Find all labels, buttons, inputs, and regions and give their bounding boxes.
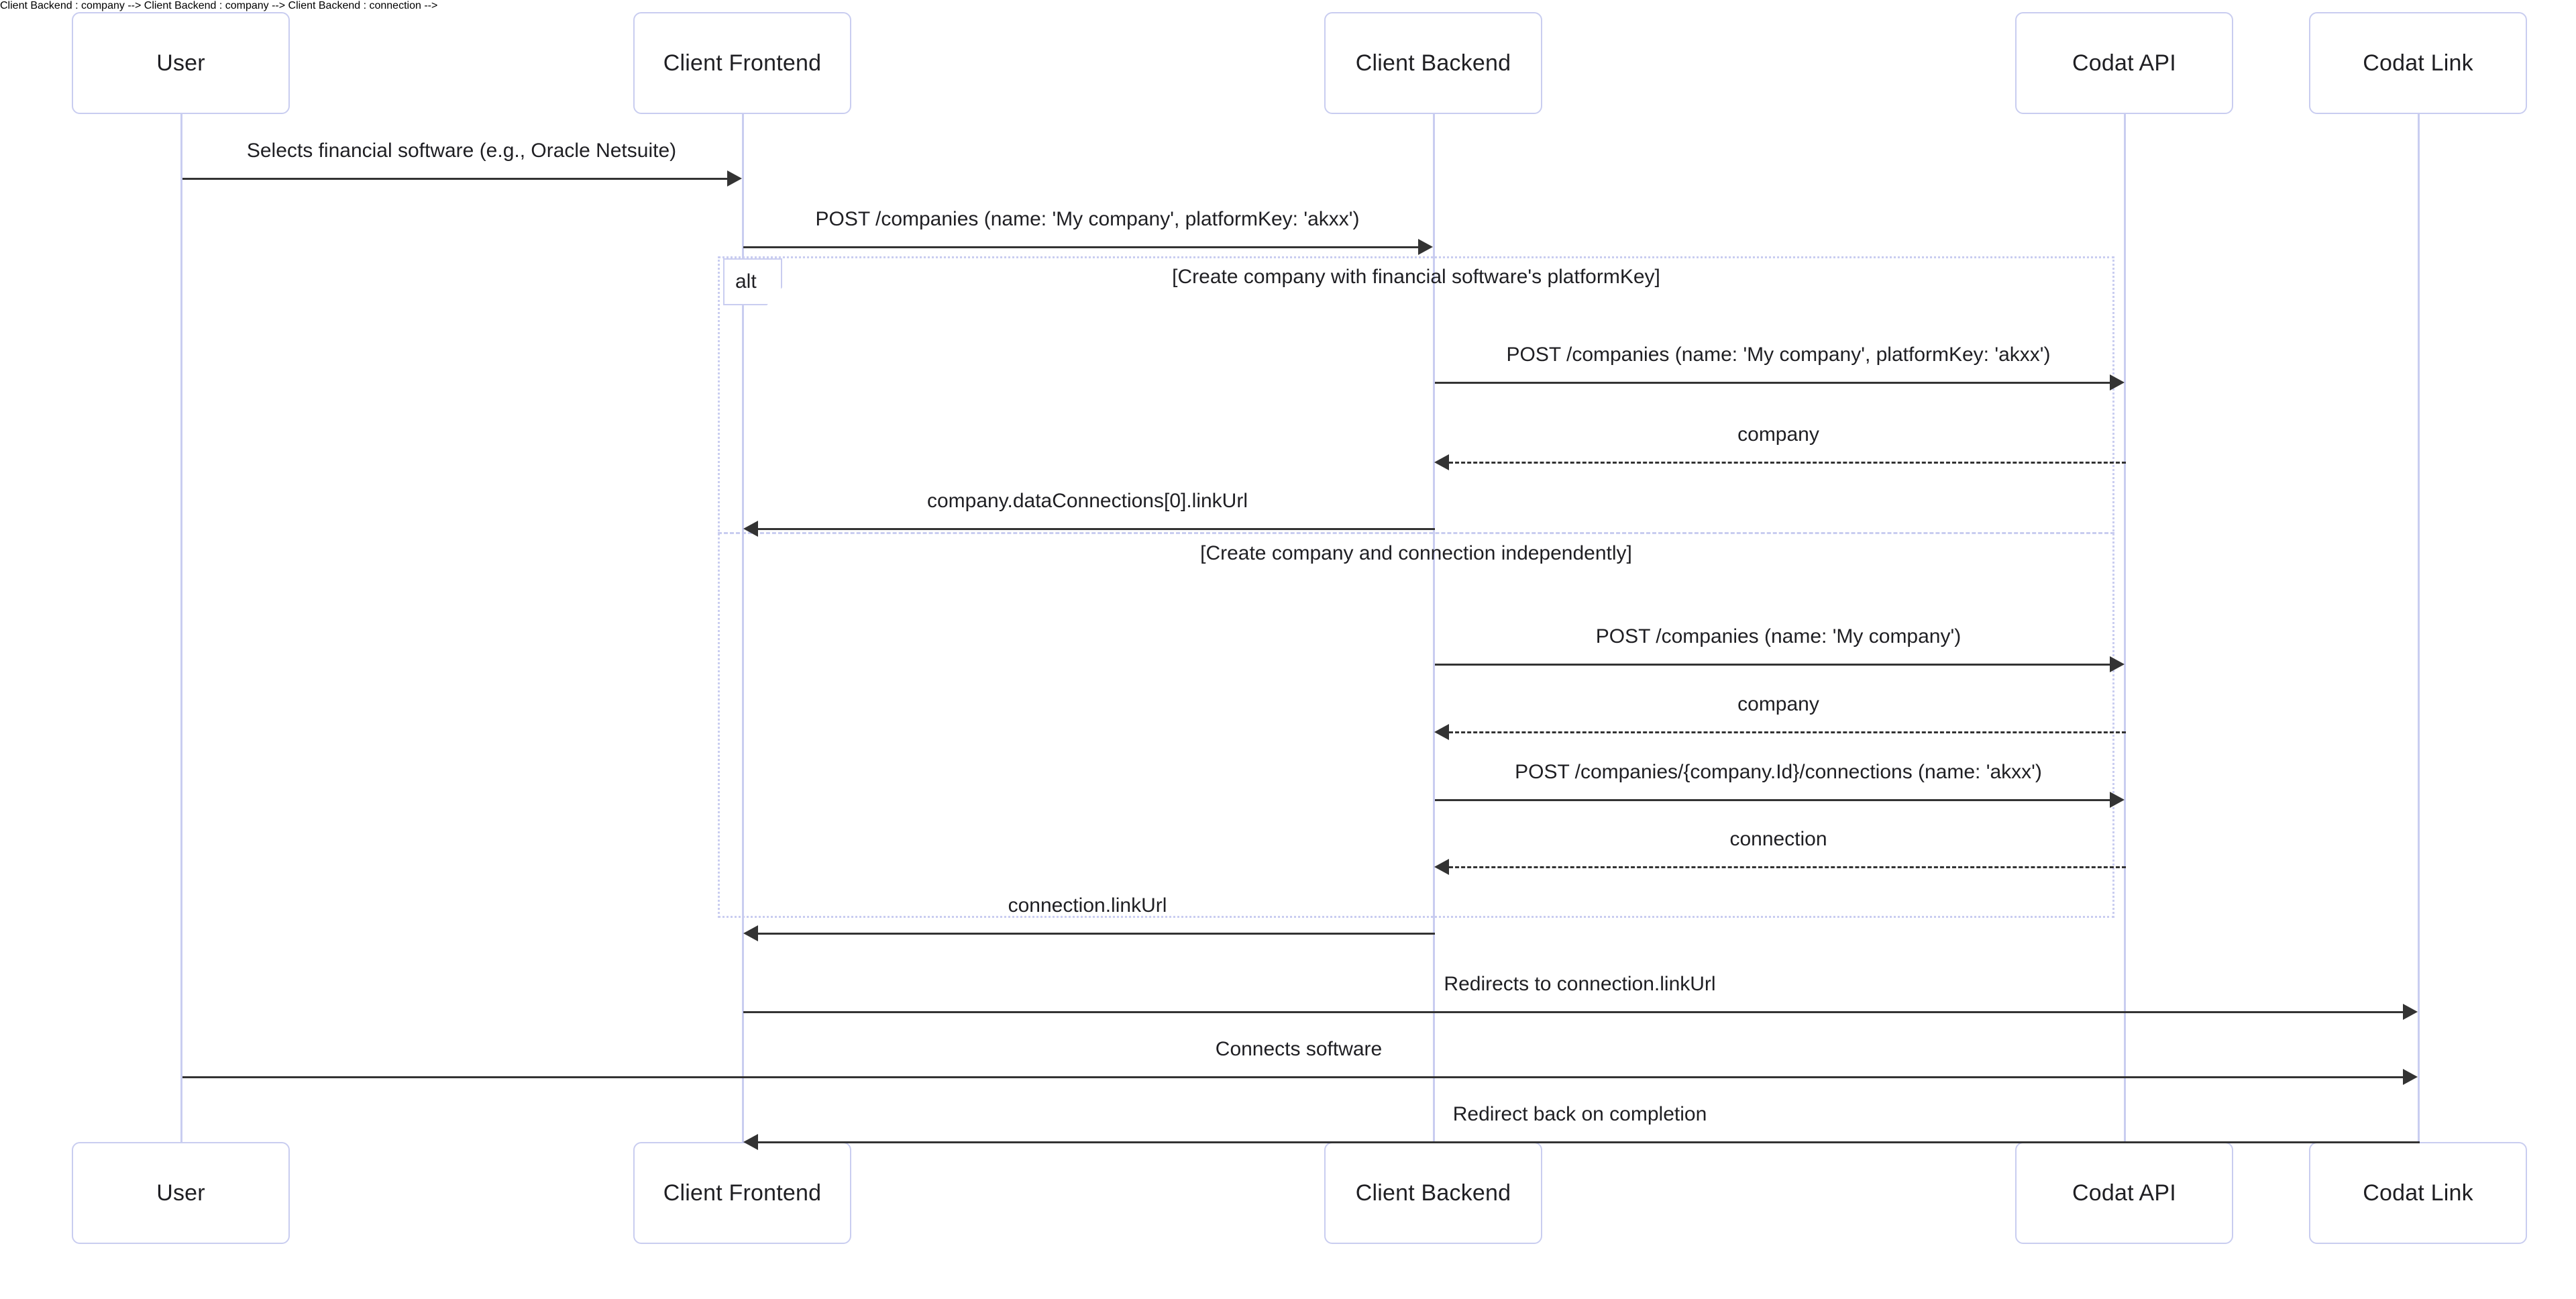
message-3-arrowhead xyxy=(2110,374,2125,391)
message-7-label: company xyxy=(1737,693,1819,715)
actor-label-frontend-bottom: Client Frontend xyxy=(663,1180,822,1206)
message-10-arrowhead xyxy=(743,925,758,941)
message-12-label: Connects software xyxy=(1215,1038,1383,1060)
alt-section-label-1: [Create company with financial software'… xyxy=(718,266,2114,289)
message-13-arrowhead xyxy=(743,1134,758,1150)
alt-section-condition-1: [Create company with financial software'… xyxy=(1172,266,1660,288)
actor-box-api-bottom[interactable]: Codat API xyxy=(2015,1142,2233,1244)
message-11-arrowhead xyxy=(2403,1004,2418,1020)
lifeline-frontend xyxy=(742,114,744,1142)
message-4-line xyxy=(1449,462,2126,464)
message-1-label: Selects financial software (e.g., Oracle… xyxy=(246,140,677,162)
message-6-line xyxy=(1435,664,2110,666)
alt-fragment-tag-label: alt xyxy=(735,270,757,293)
message-2-label: POST /companies (name: 'My company', pla… xyxy=(815,208,1360,230)
message-8-label: POST /companies/{company.Id}/connections… xyxy=(1515,761,2042,783)
message-10-label: connection.linkUrl xyxy=(1008,894,1167,917)
message-12-line xyxy=(182,1076,2403,1078)
message-8-arrowhead xyxy=(2110,792,2125,808)
message-6-arrowhead xyxy=(2110,656,2125,672)
actor-box-api-top[interactable]: Codat API xyxy=(2015,12,2233,114)
message-5-arrowhead xyxy=(743,521,758,537)
message-5-label: company.dataConnections[0].linkUrl xyxy=(926,490,1248,512)
actor-label-link-top: Codat Link xyxy=(2363,50,2473,76)
message-12-arrowhead xyxy=(2403,1069,2418,1085)
actor-box-frontend-top[interactable]: Client Frontend xyxy=(633,12,851,114)
message-1-arrowhead xyxy=(727,170,742,187)
alt-fragment-divider xyxy=(718,532,2114,534)
actor-box-backend-top[interactable]: Client Backend xyxy=(1324,12,1542,114)
actor-label-backend-top: Client Backend xyxy=(1355,50,1511,76)
actor-label-frontend-top: Client Frontend xyxy=(663,50,822,76)
alt-section-condition-2: [Create company and connection independe… xyxy=(1200,542,1632,564)
actor-box-frontend-bottom[interactable]: Client Frontend xyxy=(633,1142,851,1244)
message-2-arrowhead xyxy=(1418,239,1433,255)
actor-label-user-bottom: User xyxy=(156,1180,205,1206)
message-3-line xyxy=(1435,382,2110,384)
actor-box-link-top[interactable]: Codat Link xyxy=(2309,12,2527,114)
actor-label-api-top: Codat API xyxy=(2072,50,2176,76)
message-8-line xyxy=(1435,799,2110,801)
message-5-line xyxy=(758,528,1435,530)
actor-box-link-bottom[interactable]: Codat Link xyxy=(2309,1142,2527,1244)
lifeline-link xyxy=(2418,114,2420,1142)
message-3-label: POST /companies (name: 'My company', pla… xyxy=(1506,344,2051,366)
message-1-line xyxy=(182,178,727,180)
actor-box-user-bottom[interactable]: User xyxy=(72,1142,290,1244)
message-11-label: Redirects to connection.linkUrl xyxy=(1444,973,1716,995)
message-2-line xyxy=(743,246,1418,248)
actor-label-backend-bottom: Client Backend xyxy=(1355,1180,1511,1206)
message-13-label: Redirect back on completion xyxy=(1452,1103,1707,1125)
message-9-label: connection xyxy=(1729,828,1827,850)
alt-section-label-2: [Create company and connection independe… xyxy=(718,542,2114,565)
message-11-line xyxy=(743,1011,2403,1013)
message-7-arrowhead xyxy=(1434,724,1449,740)
actor-box-backend-bottom[interactable]: Client Backend xyxy=(1324,1142,1542,1244)
message-7-line xyxy=(1449,731,2126,733)
actor-label-user-top: User xyxy=(156,50,205,76)
message-4-label: company xyxy=(1737,423,1819,446)
message-9-line xyxy=(1449,866,2126,868)
lifeline-api xyxy=(2124,114,2126,1142)
message-10-line xyxy=(758,933,1435,935)
lifeline-user xyxy=(180,114,182,1142)
message-9-arrowhead xyxy=(1434,859,1449,875)
actor-label-link-bottom: Codat Link xyxy=(2363,1180,2473,1206)
message-13-line xyxy=(758,1141,2420,1143)
actor-label-api-bottom: Codat API xyxy=(2072,1180,2176,1206)
message-6-label: POST /companies (name: 'My company') xyxy=(1595,625,1962,647)
actor-box-user-top[interactable]: User xyxy=(72,12,290,114)
alt-fragment-tag: alt xyxy=(723,258,782,305)
lifeline-backend xyxy=(1433,114,1435,1142)
message-4-arrowhead xyxy=(1434,454,1449,470)
